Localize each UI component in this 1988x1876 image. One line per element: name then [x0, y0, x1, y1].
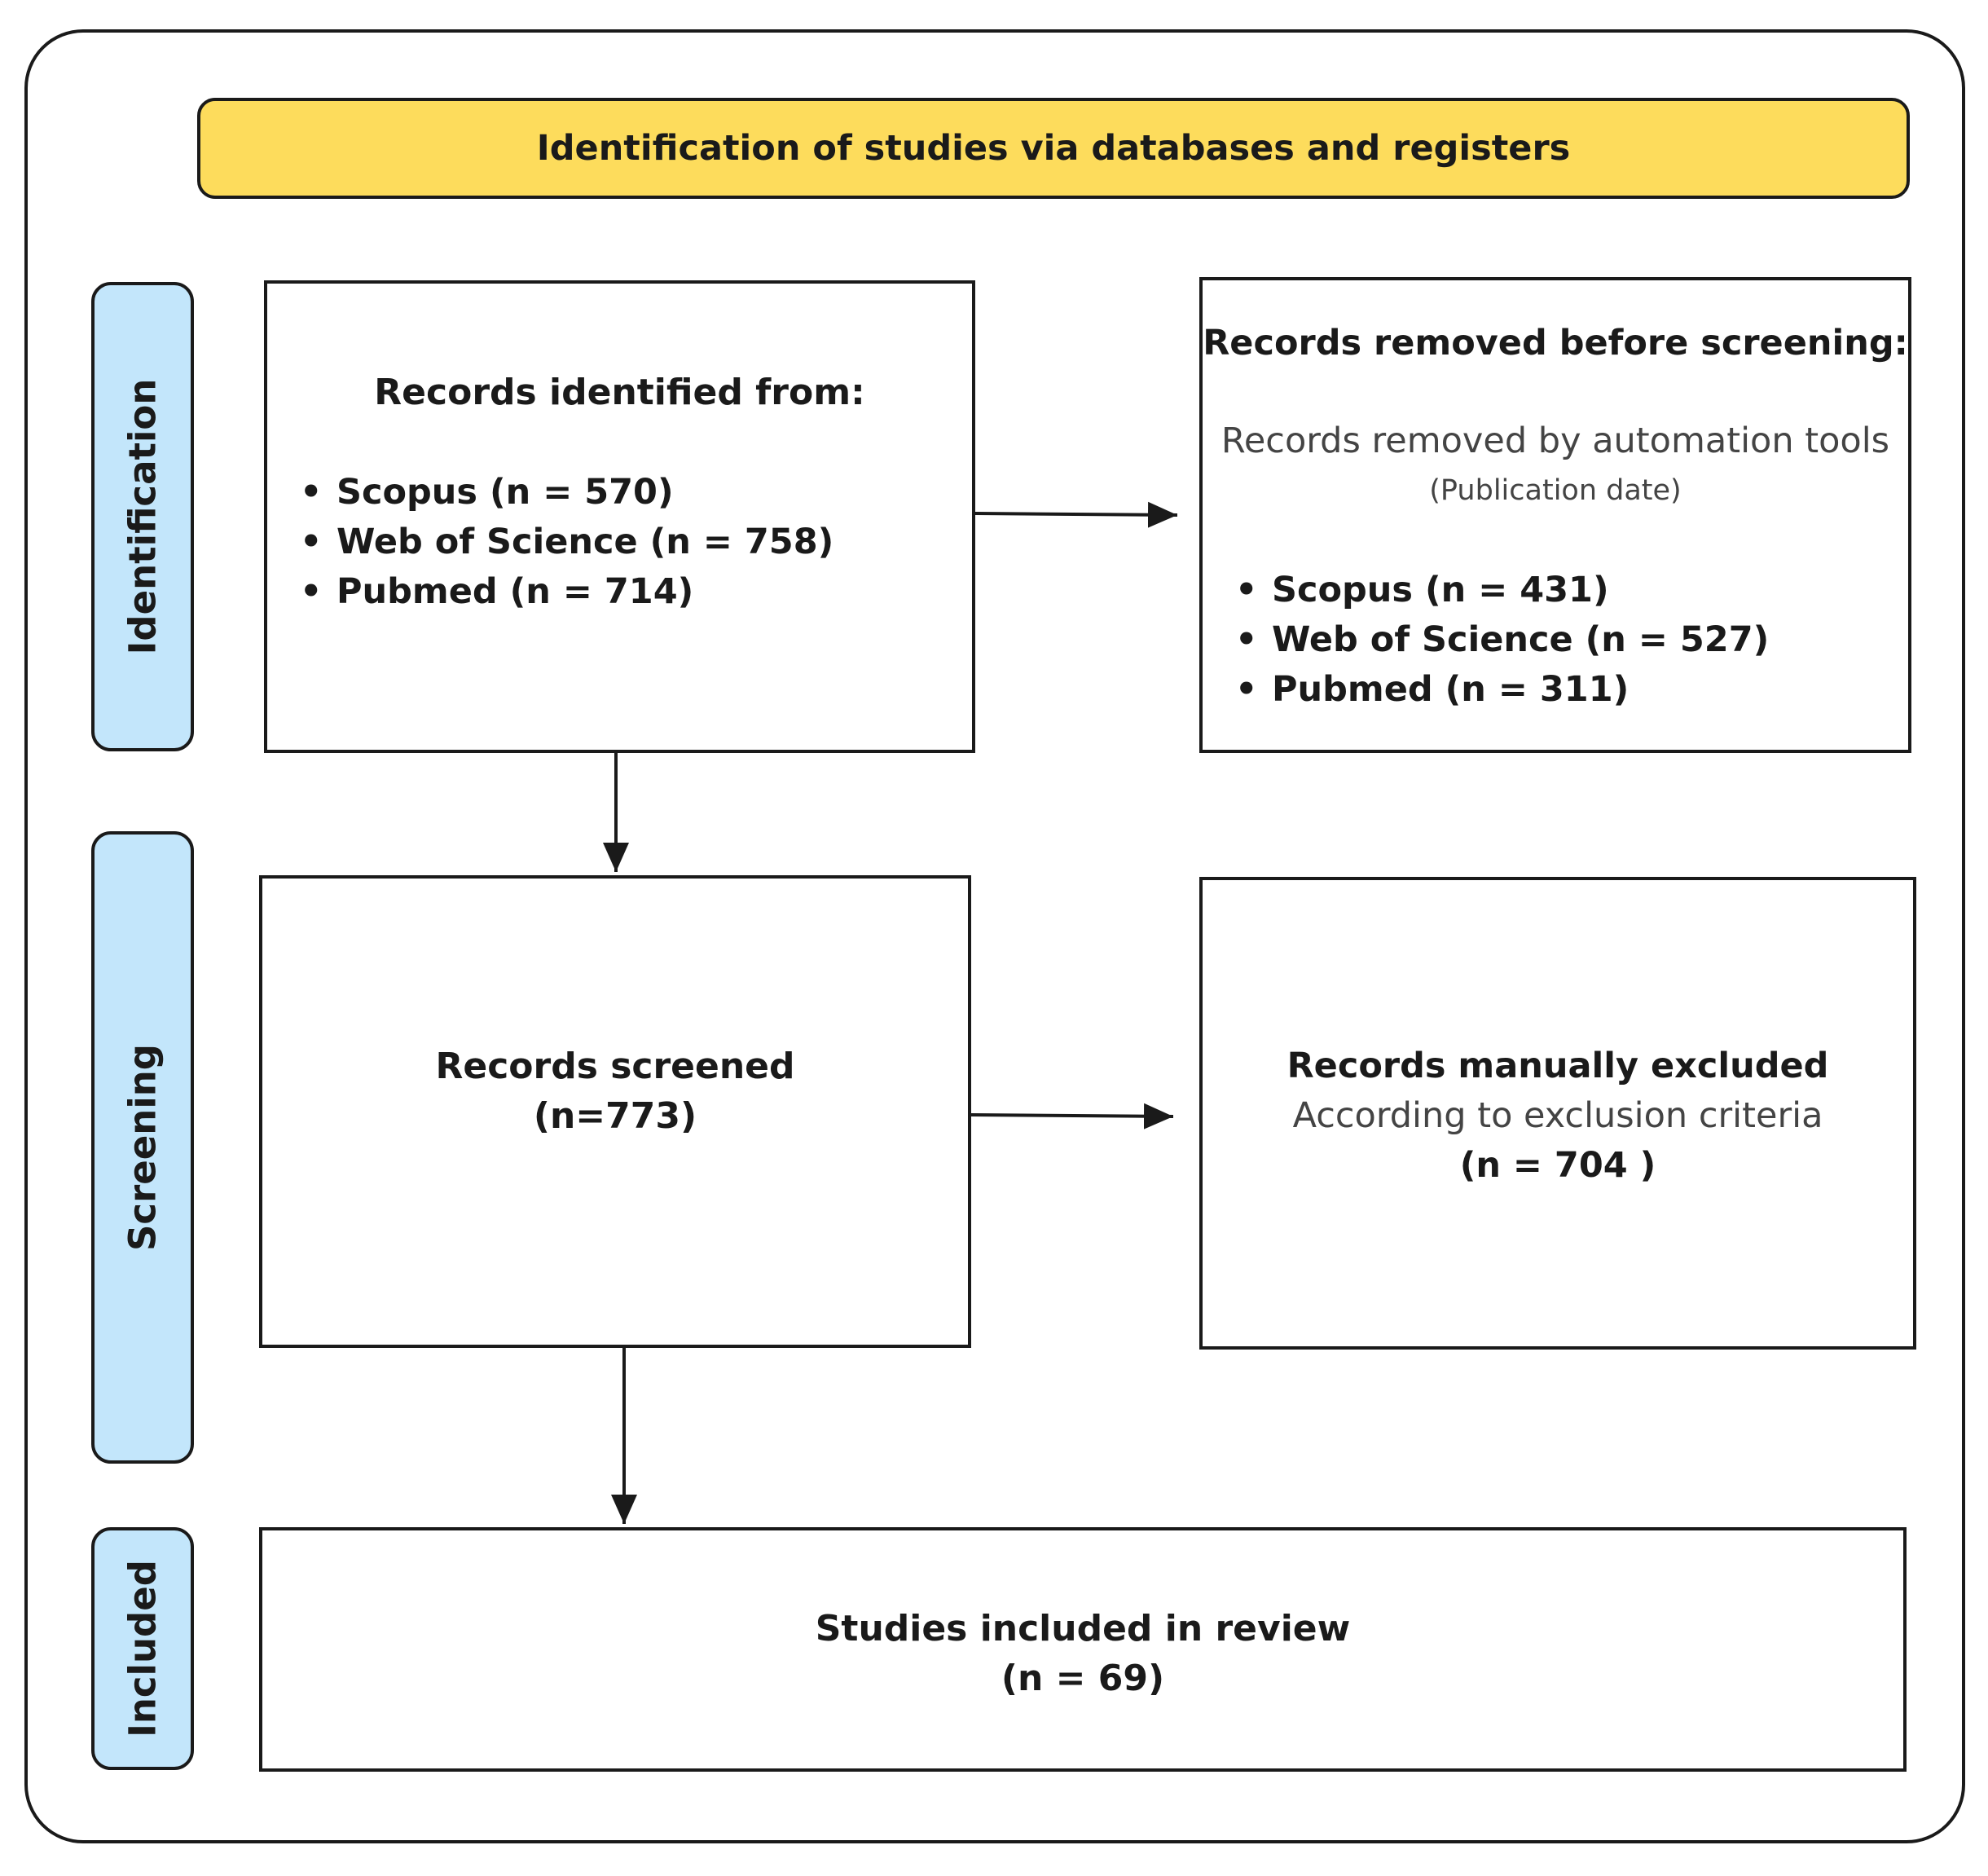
records-excluded-subtitle: According to exclusion criteria — [1292, 1095, 1823, 1136]
records-removed-note: (Publication date) — [1429, 474, 1682, 507]
list-item: Web of Science (n = 758) — [300, 517, 833, 567]
records-screened-title: Records screened — [435, 1046, 795, 1087]
arrow-identified-to-removed — [974, 501, 1178, 528]
phase-included: Included — [91, 1527, 194, 1770]
arrow-screened-to-excluded — [970, 1103, 1174, 1130]
records-screened-box: Records screened (n=773) — [259, 875, 971, 1348]
studies-included-title: Studies included in review — [815, 1608, 1351, 1649]
header-banner: Identification of studies via databases … — [197, 98, 1910, 199]
studies-included-box: Studies included in review (n = 69) — [259, 1527, 1907, 1772]
list-item: Pubmed (n = 714) — [300, 567, 833, 617]
phase-screening: Screening — [91, 831, 194, 1464]
phase-identification: Identification — [91, 282, 194, 751]
records-identified-list: Scopus (n = 570) Web of Science (n = 758… — [300, 468, 833, 617]
records-removed-title: Records removed before screening: — [1203, 323, 1908, 363]
records-excluded-title: Records manually excluded — [1286, 1046, 1829, 1086]
list-item: Scopus (n = 431) — [1235, 566, 1769, 615]
records-identified-title: Records identified from: — [374, 372, 865, 413]
list-item: Scopus (n = 570) — [300, 468, 833, 517]
records-excluded-box: Records manually excluded According to e… — [1199, 877, 1916, 1350]
list-item: Pubmed (n = 311) — [1235, 665, 1769, 715]
list-item: Web of Science (n = 527) — [1235, 615, 1769, 665]
records-identified-box: Records identified from: Scopus (n = 570… — [264, 280, 975, 753]
header-title: Identification of studies via databases … — [536, 128, 1571, 169]
studies-included-count: (n = 69) — [1001, 1658, 1165, 1699]
records-removed-box: Records removed before screening: Record… — [1199, 277, 1911, 753]
records-removed-list: Scopus (n = 431) Web of Science (n = 527… — [1235, 566, 1769, 715]
records-removed-subtitle: Records removed by automation tools — [1221, 421, 1890, 461]
records-screened-count: (n=773) — [533, 1095, 697, 1137]
records-excluded-count: (n = 704 ) — [1459, 1145, 1656, 1186]
